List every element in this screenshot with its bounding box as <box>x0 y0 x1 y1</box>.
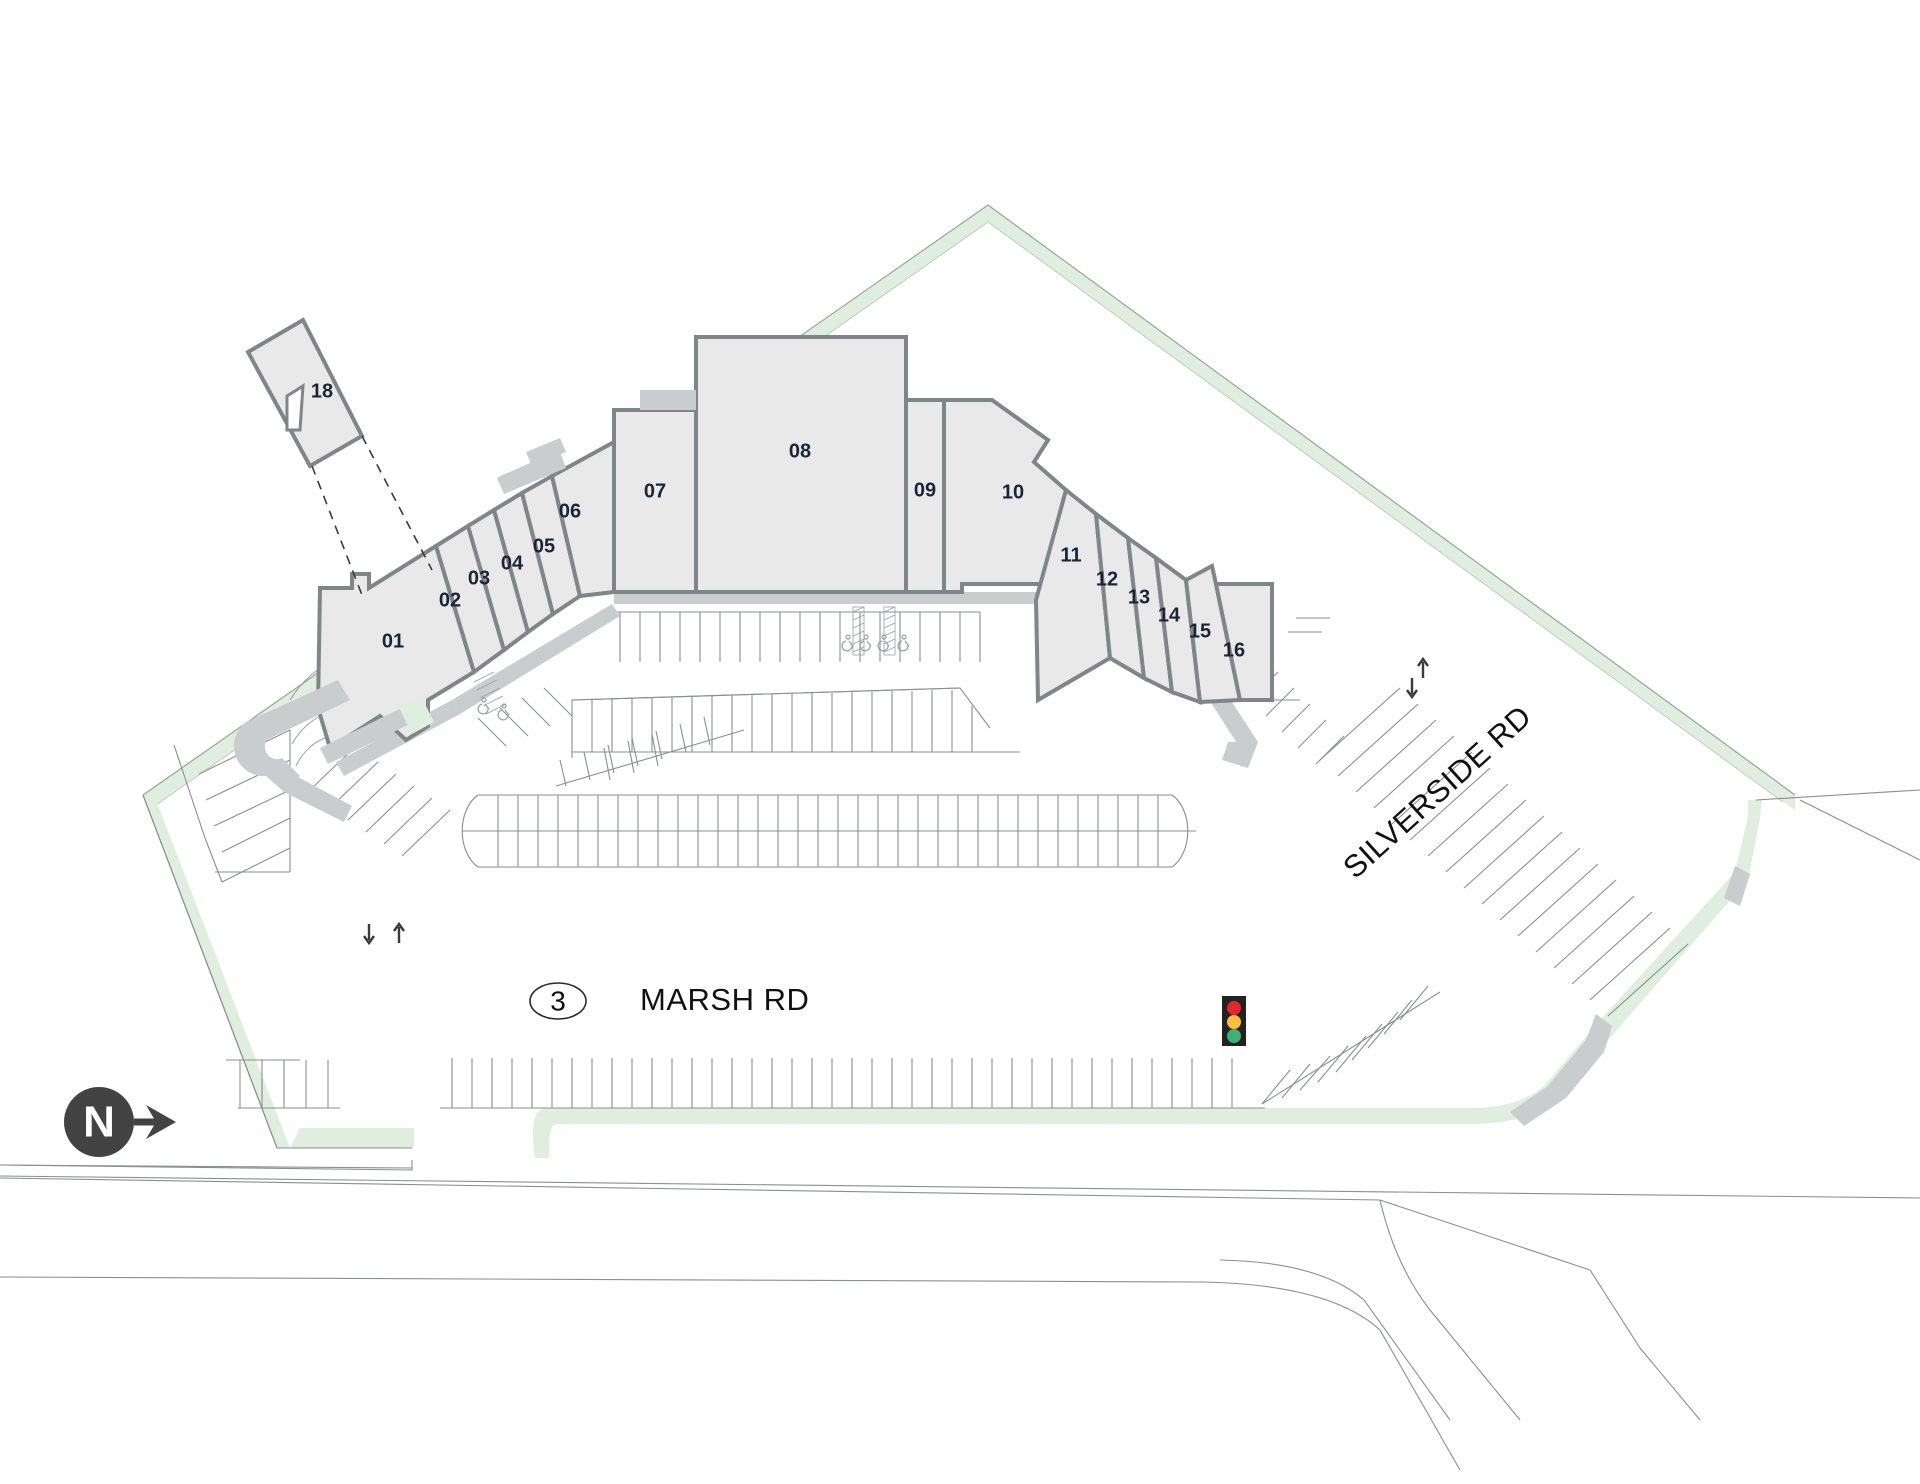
parking-row-main-frontage <box>612 611 981 662</box>
accessible-icon <box>477 697 490 715</box>
parking-row-building-frontage <box>603 733 659 781</box>
canopy-accents <box>497 390 696 494</box>
lease-line-connectors <box>311 435 433 596</box>
building-08[interactable] <box>694 335 908 594</box>
buildings-layer <box>245 317 1274 752</box>
route-shield-number: 3 <box>550 985 566 1016</box>
compass-arrow-head <box>146 1105 176 1139</box>
service-drive <box>233 680 434 822</box>
traffic-arrows-group <box>363 656 1429 946</box>
accessible-icon <box>859 634 872 652</box>
parking-row-center-main <box>461 794 1196 868</box>
parking-row-south <box>440 985 1441 1109</box>
accessible-icon <box>497 703 510 721</box>
arrow-up-silverside <box>1417 656 1429 678</box>
traffic-light-yellow <box>1227 1015 1241 1029</box>
building-07[interactable] <box>612 408 698 594</box>
crosswalk-hatch <box>473 671 507 715</box>
accessible-icon <box>841 634 854 652</box>
accessible-icon <box>897 634 910 652</box>
traffic-signal <box>1222 996 1246 1046</box>
compass-north-arrow: N <box>64 1087 176 1157</box>
building-09[interactable] <box>904 398 946 594</box>
arrow-down-marsh-west <box>363 924 375 946</box>
accessible-icon <box>877 634 890 652</box>
parking-row-east <box>1203 623 1689 1017</box>
building-11[interactable] <box>1033 486 1113 704</box>
parking-stalls <box>173 606 1689 1109</box>
accessible-parking-icons <box>477 634 910 721</box>
accessible-stall-hatch <box>852 606 896 656</box>
loading-ticks <box>1272 617 1330 701</box>
compass-letter: N <box>83 1098 115 1147</box>
traffic-light-red <box>1227 1001 1241 1015</box>
marsh-rd-roadway <box>0 1160 1920 1471</box>
traffic-light-green <box>1227 1029 1241 1043</box>
route-shield-3: 3 <box>529 982 587 1020</box>
parking-row-center-island <box>571 687 1020 758</box>
arrow-down-silverside <box>1406 678 1418 700</box>
parking-row-front-north <box>555 716 745 787</box>
perimeter-sidewalks <box>1510 866 1750 1126</box>
arrow-up-marsh-west <box>393 921 405 943</box>
road-label-marsh-rd: MARSH RD <box>640 982 809 1017</box>
